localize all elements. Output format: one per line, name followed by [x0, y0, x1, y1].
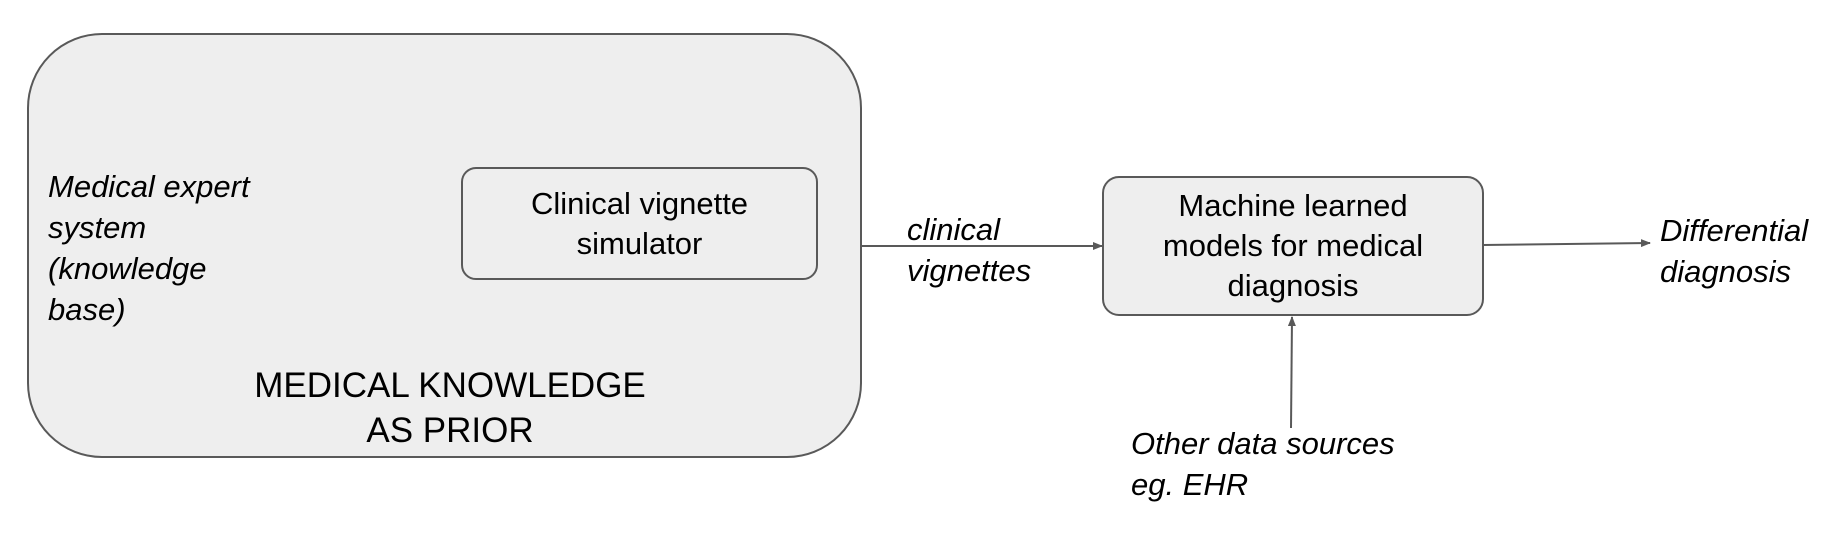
group-title: MEDICAL KNOWLEDGE AS PRIOR — [254, 366, 646, 450]
ml-models-box — [1102, 176, 1484, 316]
differential-label: Differential diagnosis — [1660, 213, 1809, 289]
expert-system-label: Medical expert system (knowledge base) — [48, 169, 250, 327]
arrow-sources-to-models — [1287, 316, 1296, 429]
simulator-label: Clinical vignette simulator — [530, 185, 749, 261]
ml-models-label: Machine learned models for medical diagn… — [1162, 188, 1424, 303]
arrow-models-to-differential — [1482, 239, 1651, 248]
simulator-box — [461, 167, 818, 280]
other-sources-label: Other data sources eg. EHR — [1131, 426, 1395, 502]
vignettes-label: clinical vignettes — [907, 212, 1032, 288]
